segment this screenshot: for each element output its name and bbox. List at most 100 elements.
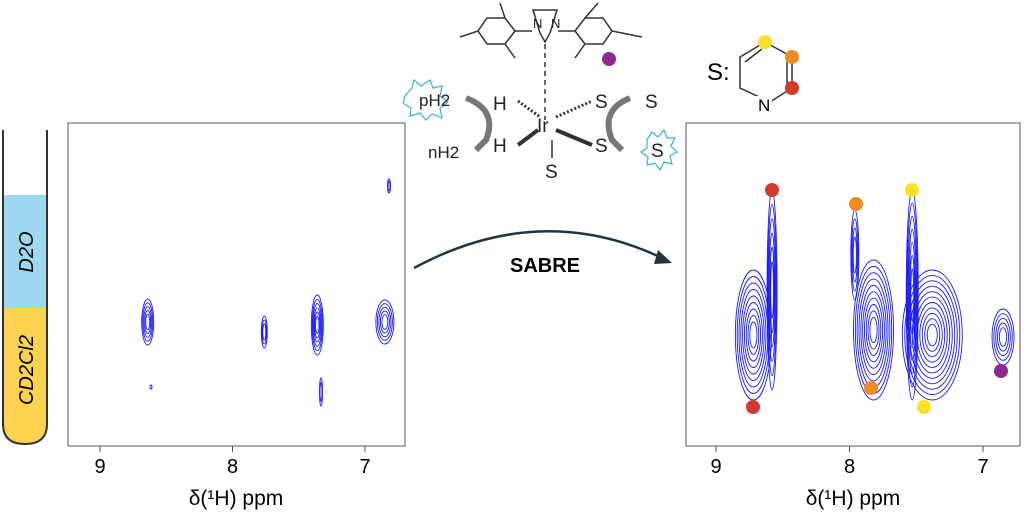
contour-line xyxy=(742,295,765,375)
substrate-key-label: S: xyxy=(707,59,730,86)
contour-line xyxy=(997,322,1009,352)
substrate-label: S xyxy=(545,162,558,183)
marker-orange xyxy=(785,50,799,64)
d2o-label: D2O xyxy=(16,231,38,272)
ir-complex xyxy=(402,2,678,172)
sparkle-icon xyxy=(402,78,449,121)
contour-line xyxy=(734,269,772,401)
hydride-label: H xyxy=(493,94,507,115)
sparkle-icon xyxy=(639,128,678,172)
contour-line xyxy=(921,312,943,358)
cd2cl2-label: CD2Cl2 xyxy=(16,335,38,405)
contour-line xyxy=(313,307,322,343)
marker-red xyxy=(765,183,779,197)
ph2-label: pH2 xyxy=(419,91,450,110)
contour-line xyxy=(911,291,953,379)
contour-line xyxy=(856,272,891,388)
contour-line xyxy=(260,315,268,349)
contour-line xyxy=(143,306,153,338)
contour-line xyxy=(770,260,774,320)
contour-line xyxy=(909,285,956,385)
contour-line xyxy=(906,202,918,388)
marker-red xyxy=(785,81,799,95)
contour-line xyxy=(916,302,948,368)
x-tick-label: 8 xyxy=(227,456,238,478)
contour-line xyxy=(387,180,391,192)
contour-line xyxy=(926,323,938,347)
n-label: N xyxy=(551,16,560,31)
contour-line xyxy=(914,296,951,374)
contour-line xyxy=(261,319,268,345)
x-tick-label: 7 xyxy=(359,456,370,478)
substrate-label: S xyxy=(595,92,608,113)
contour-line xyxy=(767,203,777,377)
substrate-label: S xyxy=(645,92,658,113)
contour-line xyxy=(747,315,760,355)
marker-yellow xyxy=(917,400,931,414)
contour-line xyxy=(993,313,1013,361)
sabre-label: SABRE xyxy=(510,255,580,277)
pyridine-n-label: N xyxy=(758,96,770,115)
contour-line xyxy=(924,318,941,352)
x-tick-label: 7 xyxy=(977,456,988,478)
contour-line xyxy=(745,308,762,362)
contour-line xyxy=(381,314,389,330)
n-label: N xyxy=(533,16,542,31)
contour-line xyxy=(319,377,323,407)
contour-line xyxy=(312,303,323,347)
iridium-label: Ir xyxy=(537,116,549,137)
left-contours xyxy=(141,178,395,407)
imidazole-ring xyxy=(531,9,559,34)
contour-line xyxy=(379,310,390,334)
substrate-label: S xyxy=(595,136,608,157)
contour-line xyxy=(768,232,776,348)
contour-line xyxy=(149,384,153,390)
left-plot-frame xyxy=(67,122,406,447)
marker-purple xyxy=(602,52,616,66)
marker-orange xyxy=(849,197,863,211)
contour-line xyxy=(906,280,958,390)
marker-orange xyxy=(864,381,878,395)
left-xlabel: δ(¹H) ppm xyxy=(189,487,284,510)
contour-line xyxy=(901,269,963,401)
pyridine-structure: S: N xyxy=(707,35,799,115)
contour-line xyxy=(749,321,758,349)
contour-line xyxy=(858,278,889,382)
tube-outline xyxy=(1,130,48,446)
contour-line xyxy=(314,311,321,339)
contour-line xyxy=(851,227,858,283)
contour-line xyxy=(865,304,882,356)
contour-line xyxy=(319,382,323,402)
right-plot-frame xyxy=(685,122,1021,447)
contour-line xyxy=(907,215,918,375)
x-tick-label: 9 xyxy=(710,456,721,478)
substrate-label: S xyxy=(651,141,664,162)
hydride-label: H xyxy=(493,136,507,157)
contour-line xyxy=(315,315,320,335)
contour-line xyxy=(375,299,395,345)
nh2-label: nH2 xyxy=(428,143,459,162)
contour-line xyxy=(768,218,777,362)
x-tick-label: 8 xyxy=(844,456,855,478)
contour-line xyxy=(311,298,323,352)
contour-line xyxy=(310,294,324,356)
contour-line xyxy=(740,289,767,381)
cd2cl2-layer xyxy=(3,308,47,444)
right-xlabel: δ(¹H) ppm xyxy=(806,487,901,510)
right-spectrum: 9 8 7 δ(¹H) ppm xyxy=(685,122,1021,510)
contour-line xyxy=(262,323,267,341)
contour-line xyxy=(738,282,769,388)
contour-line xyxy=(862,291,885,369)
marker-yellow xyxy=(905,183,919,197)
right-contours xyxy=(734,189,1015,401)
contour-line xyxy=(141,298,155,346)
contour-line xyxy=(852,236,857,274)
contour-line xyxy=(378,306,392,338)
contour-line xyxy=(863,297,884,363)
contour-line xyxy=(867,310,880,350)
contour-line xyxy=(853,259,894,401)
nmr-tube: D2O CD2Cl2 xyxy=(1,130,48,446)
contour-line xyxy=(851,218,859,292)
